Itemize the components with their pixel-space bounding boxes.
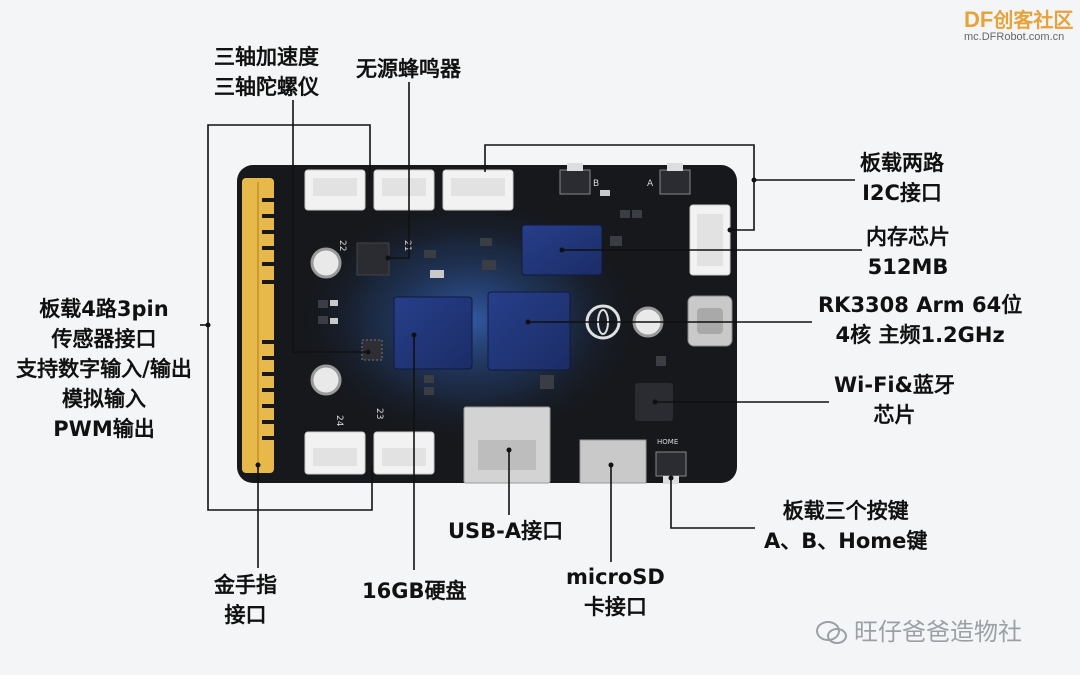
silk-24: 24 xyxy=(334,415,344,427)
silk-home: HOME xyxy=(657,438,678,446)
label-memory: 内存芯片 512MB xyxy=(866,222,950,282)
label-sensor-line2: 传感器接口 xyxy=(51,327,157,351)
watermark: 旺仔爸爸造物社 xyxy=(816,612,1022,647)
dfrobot-logo: DF创客社区 mc.DFRobot.com.cn xyxy=(964,4,1073,43)
logo-name: 创客社区 xyxy=(993,10,1074,32)
silk-a: A xyxy=(647,179,654,189)
label-cpu-line2: 4核 主频1.2GHz xyxy=(835,323,1005,347)
cpu-chip xyxy=(487,291,571,371)
label-i2c-line2: I2C接口 xyxy=(862,181,942,205)
label-memory-line2: 512MB xyxy=(867,255,949,279)
button-b xyxy=(559,169,591,195)
label-sensor-line4: 模拟输入 xyxy=(62,387,146,411)
label-sensor-line5: PWM输出 xyxy=(53,417,155,441)
label-accel: 三轴加速度 xyxy=(214,45,319,69)
label-buzzer: 无源蜂鸣器 xyxy=(356,57,461,81)
label-wifi-line2: 芯片 xyxy=(873,403,916,427)
label-buttons-line2: A、B、Home键 xyxy=(764,529,928,553)
connector-bottom-1 xyxy=(304,431,366,475)
label-gold-line2: 接口 xyxy=(224,603,267,627)
watermark-text: 旺仔爸爸造物社 xyxy=(854,618,1022,646)
label-cpu: RK3308 Arm 64位 4核 主频1.2GHz xyxy=(818,290,1022,350)
connector-bottom-2 xyxy=(373,431,435,475)
label-accel-gyro: 三轴加速度 三轴陀螺仪 xyxy=(214,42,319,102)
label-microsd-line1: microSD xyxy=(566,565,665,589)
label-buttons-line1: 板载三个按键 xyxy=(782,499,909,523)
wechat-icon xyxy=(816,621,847,644)
label-gyro: 三轴陀螺仪 xyxy=(214,75,319,99)
label-i2c-line1: 板载两路 xyxy=(860,151,944,175)
silk-21: 21 xyxy=(402,240,412,251)
connector-top-2 xyxy=(373,169,435,211)
label-gold-finger: 金手指 接口 xyxy=(214,570,277,630)
label-microsd: microSD 卡接口 xyxy=(566,562,665,622)
label-memory-line1: 内存芯片 xyxy=(866,225,950,249)
label-wifi-line1: Wi-Fi&蓝牙 xyxy=(834,373,955,397)
silk-22: 22 xyxy=(337,240,347,251)
label-sensor-ports: 板载4路3pin 传感器接口 支持数字输入/输出 模拟输入 PWM输出 xyxy=(6,294,202,444)
logo-url: mc.DFRobot.com.cn xyxy=(964,31,1065,43)
imu-chip xyxy=(361,339,383,361)
mount-hole xyxy=(310,247,342,279)
silk-b: B xyxy=(593,179,599,189)
label-storage: 16GB硬盘 xyxy=(362,579,467,603)
logo-brand: DF xyxy=(964,7,994,32)
label-i2c: 板载两路 I2C接口 xyxy=(860,148,944,208)
button-a xyxy=(659,169,691,195)
connector-i2c xyxy=(689,204,731,276)
label-sensor-line1: 板载4路3pin xyxy=(39,297,169,321)
buzzer-chip xyxy=(356,242,390,276)
label-gold-line1: 金手指 xyxy=(214,573,277,597)
mount-hole xyxy=(310,364,342,396)
label-sensor-line3: 支持数字输入/输出 xyxy=(16,357,192,381)
button-home xyxy=(655,451,687,477)
label-microsd-line2: 卡接口 xyxy=(583,595,647,619)
label-usb-a: USB-A接口 xyxy=(448,519,564,543)
storage-chip xyxy=(393,296,473,370)
gold-fingers xyxy=(242,178,274,473)
microsd-slot xyxy=(579,439,647,484)
silk-23: 23 xyxy=(374,408,384,419)
connector-top-3 xyxy=(442,169,514,211)
connector-top-1 xyxy=(304,169,366,211)
label-buttons: 板载三个按键 A、B、Home键 xyxy=(764,496,927,556)
label-cpu-line1: RK3308 Arm 64位 xyxy=(818,293,1023,317)
label-wifi-bt: Wi-Fi&蓝牙 芯片 xyxy=(834,370,955,430)
